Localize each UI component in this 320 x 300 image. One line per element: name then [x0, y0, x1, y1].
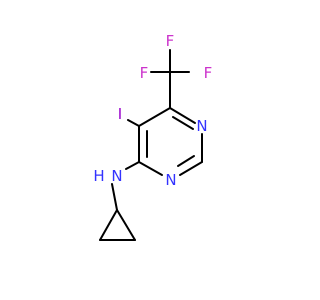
- molecule-structure-diagram: F F F I N N N H: [93, 32, 212, 241]
- bond-c6-n1-double: [172, 116, 194, 130]
- atom-nitrogen-ring-bottom: N: [165, 171, 176, 189]
- bond-c2-n3-double: [177, 155, 195, 167]
- bond-amine-cyclopropyl: [111, 183, 118, 211]
- bond-c6-n1: [169, 107, 196, 124]
- bond-n3-c4: [138, 161, 163, 176]
- atom-iodine: I: [118, 105, 122, 123]
- atom-labels: F F F I N N N H: [93, 32, 212, 189]
- bond-c5-c6: [138, 107, 171, 127]
- bond-c2-n3: [179, 161, 203, 176]
- atom-fluorine-left: F: [140, 64, 149, 82]
- atom-fluorine-top: F: [166, 32, 175, 50]
- bond-c4-amine: [125, 161, 140, 170]
- atom-nitrogen-amine: N: [111, 167, 122, 185]
- atom-fluorine-right: F: [204, 64, 213, 82]
- atom-hydrogen-amine: H: [93, 167, 104, 185]
- atom-nitrogen-ring-top: N: [196, 117, 207, 135]
- bond-cyclopropyl-c: [116, 209, 136, 241]
- bond-cyclopropyl-a: [99, 209, 118, 241]
- bond-c5-iodine: [127, 119, 140, 127]
- bonds: [99, 49, 203, 241]
